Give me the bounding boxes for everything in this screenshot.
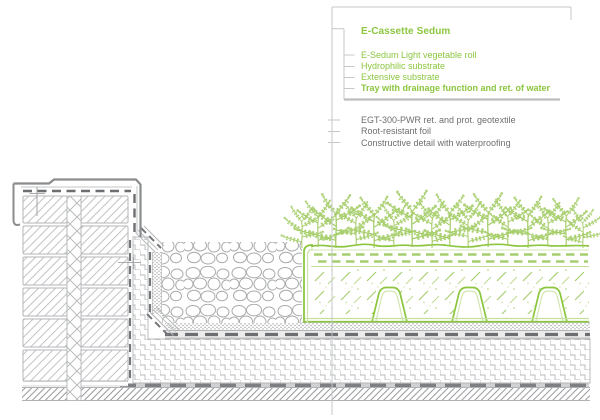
- wall-insulation-core: [66, 195, 82, 401]
- legend-title: E-Cassette Sedum: [361, 25, 451, 37]
- legend-item-drainage-tray: Tray with drainage function and ret. of …: [361, 83, 551, 93]
- legend-frame: [328, 6, 572, 143]
- legend-item-root-resistant-foil: Root-resistant foil: [361, 126, 432, 136]
- drainage-tray: [303, 244, 589, 323]
- fixing-anchor-marks: [29, 187, 141, 269]
- thermal-insulation-layer: [132, 236, 591, 384]
- structural-slab: [22, 383, 590, 401]
- legend-item-geotextile: EGT-300-PWR ret. and prot. geotextile: [361, 114, 516, 125]
- legend-item-constructive-detail: Constructive detail with waterproofing: [361, 137, 511, 148]
- legend-item-extensive-substrate: Extensive substrate: [361, 72, 440, 82]
- legend-item-hydrophilic-substrate: Hydrophilic substrate: [361, 61, 446, 71]
- parapet-wall-masonry: [22, 195, 129, 387]
- sedum-vegetation: [280, 189, 600, 248]
- gravel-border-strip: [162, 242, 302, 323]
- geotextile-layer: [165, 322, 590, 331]
- root-resistant-foil-layer: [165, 330, 590, 339]
- membrane-wrap-layers: [135, 225, 180, 338]
- roof-coping-flashing: [12, 178, 142, 237]
- legend-item-vegetable-roll: E-Sedum Light vegetable roll: [361, 49, 477, 60]
- vegetable-roll-layer: [310, 243, 590, 267]
